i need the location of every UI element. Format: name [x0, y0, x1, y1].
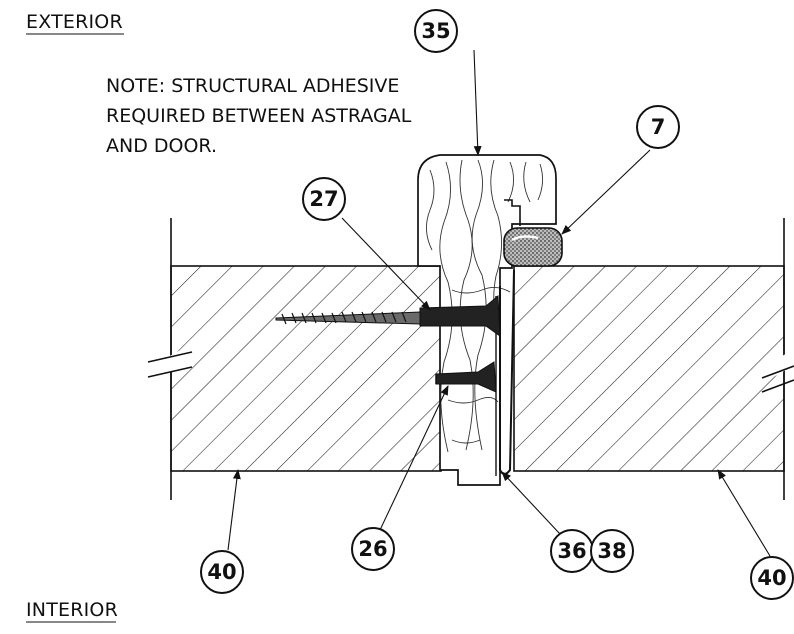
svg-text:REQUIRED BETWEEN ASTRAGAL: REQUIRED BETWEEN ASTRAGAL — [106, 105, 412, 127]
callout-35: 35 — [414, 9, 458, 53]
svg-text:27: 27 — [309, 187, 338, 211]
svg-text:26: 26 — [358, 537, 387, 561]
exterior-label: EXTERIOR — [26, 11, 124, 35]
svg-text:40: 40 — [207, 560, 236, 584]
svg-text:NOTE: STRUCTURAL ADHESIVE: NOTE: STRUCTURAL ADHESIVE — [106, 75, 399, 97]
note-text: NOTE: STRUCTURAL ADHESIVE REQUIRED BETWE… — [106, 75, 412, 157]
leader-lines — [227, 49, 771, 557]
right-door-slab — [513, 265, 785, 472]
left-door-slab — [170, 265, 442, 472]
break-mark-left — [147, 348, 193, 382]
callout-26: 26 — [351, 527, 395, 571]
svg-text:INTERIOR: INTERIOR — [26, 599, 118, 621]
svg-text:38: 38 — [597, 539, 626, 563]
callout-36: 36 — [550, 529, 594, 573]
svg-text:AND DOOR.: AND DOOR. — [106, 135, 217, 157]
svg-text:36: 36 — [557, 539, 586, 563]
svg-text:35: 35 — [421, 19, 450, 43]
svg-text:40: 40 — [757, 566, 786, 590]
svg-text:7: 7 — [651, 115, 666, 139]
break-mark-right — [758, 352, 794, 393]
callout-40-right: 40 — [750, 556, 794, 600]
callout-7: 7 — [636, 105, 680, 149]
svg-text:EXTERIOR: EXTERIOR — [26, 11, 123, 33]
callout-40-left: 40 — [200, 550, 244, 594]
interior-label: INTERIOR — [26, 599, 118, 623]
weatherstrip — [503, 199, 563, 267]
callout-38: 38 — [590, 529, 634, 573]
screw-26 — [435, 361, 497, 393]
screw-27 — [275, 294, 501, 338]
callout-27: 27 — [302, 177, 346, 221]
